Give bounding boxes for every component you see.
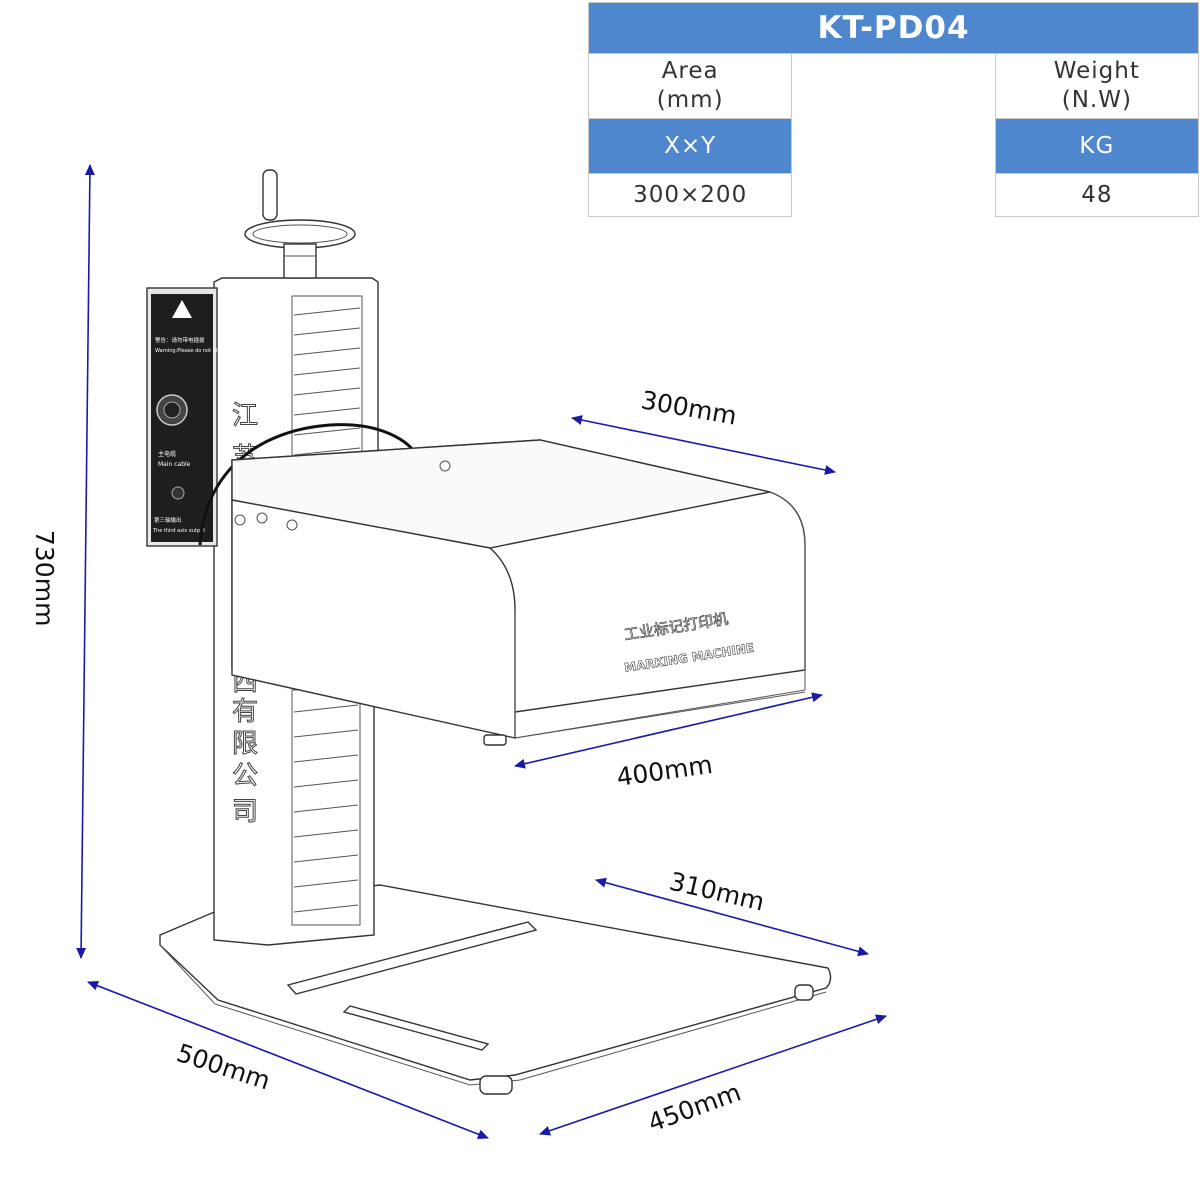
- third-axis-port-icon: [171, 486, 185, 500]
- dim-label-base-depth: 310mm: [667, 867, 767, 917]
- warning-text-cn: 警告：请勿带电插拔: [155, 336, 205, 344]
- spec-table: KT-PD04 Area (mm) Weight (N.W) X×Y KG 30…: [587, 2, 1200, 217]
- column-gap: [791, 173, 996, 217]
- dim-label-head-depth: 300mm: [639, 385, 739, 430]
- bellows-lower-folds: [293, 704, 359, 913]
- dim-label-base-width: 500mm: [173, 1038, 274, 1095]
- dim-arrow-base-width: [87, 980, 489, 1140]
- column-char: 限: [232, 729, 258, 759]
- area-header-label: Area: [661, 58, 719, 84]
- column-gap: [791, 118, 996, 174]
- handwheel: [244, 169, 356, 279]
- third-axis-label-en: The third axis output: [152, 528, 205, 534]
- base-foot: [794, 984, 814, 1001]
- weight-unit-cell: KG: [994, 118, 1200, 174]
- weight-header-label: Weight: [1053, 58, 1140, 84]
- dim-arrow-height: [76, 164, 95, 959]
- weight-value-cell: 48: [994, 173, 1200, 217]
- main-cable-label-cn: 主电缆: [158, 450, 176, 458]
- warning-icon: [172, 300, 192, 318]
- marking-head: 工业标记打印机 MARKING MACHINE: [231, 439, 806, 746]
- third-axis-label-cn: 第三轴输出: [154, 516, 182, 524]
- dim-arrow-base-depth: [595, 877, 869, 957]
- area-header-unit: (mm): [656, 87, 724, 113]
- dimension-lines: [76, 164, 887, 1140]
- column: 江 苏 西 有 限 公 司: [213, 277, 379, 946]
- column-char: 公: [232, 761, 258, 791]
- dim-arrow-head-depth: [571, 415, 836, 475]
- dim-label-head-length: 400mm: [615, 750, 715, 792]
- model-title: KT-PD04: [588, 2, 1199, 54]
- column-gap: [791, 53, 996, 119]
- area-unit-cell: X×Y: [587, 118, 793, 174]
- dim-arrow-base-length: [539, 1014, 887, 1136]
- column-char: 司: [232, 797, 258, 827]
- area-value-cell: 300×200: [587, 173, 793, 217]
- dim-arrow-head-length: [514, 692, 823, 769]
- bellows-upper-folds: [293, 307, 361, 456]
- dim-label-base-length: 450mm: [644, 1077, 745, 1137]
- dim-label-height: 730mm: [30, 530, 59, 626]
- control-panel: 警告：请勿带电插拔 Warning:Please do not plug or …: [146, 287, 291, 547]
- warning-text-en: Warning:Please do not plug or unplug whe…: [155, 348, 291, 354]
- column-char: 有: [232, 697, 258, 727]
- main-cable-label-en: Main cable: [158, 461, 191, 468]
- handwheel-handle: [262, 169, 278, 221]
- weight-header: Weight (N.W): [994, 53, 1200, 119]
- cable: [198, 423, 422, 546]
- base-foot: [479, 1075, 513, 1095]
- column-char: 江: [232, 401, 258, 431]
- weight-header-unit: (N.W): [1061, 87, 1132, 113]
